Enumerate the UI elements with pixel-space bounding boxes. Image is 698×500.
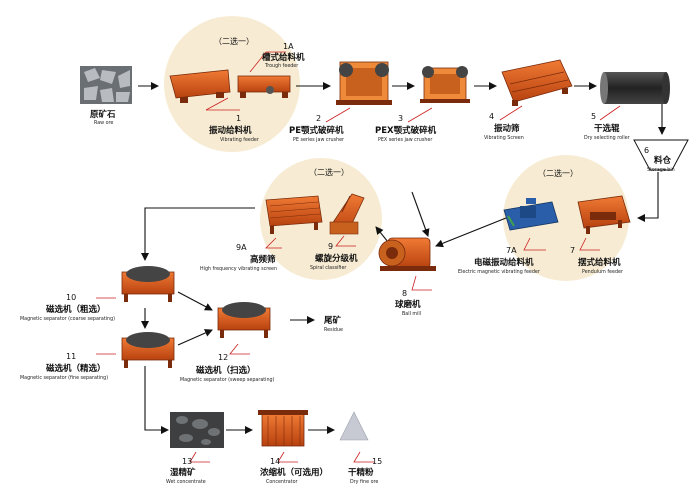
step-6-label: 料仓	[654, 155, 672, 166]
step-7a-label-en: Electric magnetic vibrating feeder	[458, 269, 540, 275]
electromagnetic-feeder-node: 7A 电磁振动给料机 Electric magnetic vibrating f…	[458, 198, 559, 275]
step-1-label-en: Vibrating feeder	[220, 137, 259, 143]
step-1-label: 振动给料机	[209, 125, 252, 136]
magnetic-separator-coarse-node: 10 磁选机（粗选） Magnetic separator (coarse se…	[20, 266, 175, 322]
magnetic-separator-fine-node: 11 磁选机（精选） Magnetic separator (fine sepa…	[20, 332, 175, 381]
option-group-feeders-right: （二选一）	[503, 155, 629, 281]
option-group-feeders-top: （二选一）	[164, 16, 300, 152]
step-9a-label-en: High frequency vibrating screen	[200, 266, 277, 272]
step-4-label-en: Vibrating Screen	[484, 135, 524, 141]
vibrating-feeder-node: 1 振动给料机 Vibrating feeder	[169, 69, 259, 143]
step-1-number: 1	[236, 114, 241, 123]
concentrator-node: 14 浓缩机（可选用） Concentrator	[258, 410, 328, 485]
step-1a-number: 1A	[283, 42, 294, 51]
step-11-number: 11	[66, 352, 76, 361]
step-14-number: 14	[270, 457, 280, 466]
step-10-number: 10	[66, 293, 76, 302]
storage-bin-node: 6 料仓 Storage bin	[633, 139, 689, 173]
step-9a-number: 9A	[236, 243, 247, 252]
vibrating-screen-node: 4 振动筛 Vibrating Screen	[484, 59, 573, 141]
step-2-number: 2	[316, 114, 321, 123]
step-8-label: 球磨机	[395, 299, 421, 310]
dry-fine-ore-node: 15 干精粉 Dry fine ore	[339, 411, 382, 485]
residue-label-en: Residue	[324, 327, 343, 333]
raw-ore-label-en: Raw ore	[94, 120, 113, 126]
option-label-middle: （二选一）	[309, 167, 349, 177]
pendulum-feeder-node: 7 摆式给料机 Pendulum feeder	[570, 195, 631, 275]
step-15-label-en: Dry fine ore	[350, 479, 378, 485]
step-10-label: 磁选机（粗选）	[46, 304, 106, 315]
step-15-label: 干精粉	[348, 467, 374, 478]
step-5-label: 干选辊	[594, 123, 620, 134]
step-12-label-en: Magnetic separator (sweep separating)	[180, 377, 275, 383]
step-4-label: 振动筛	[494, 123, 520, 134]
step-13-label-en: Wet concentrate	[166, 479, 206, 485]
step-13-number: 13	[182, 457, 192, 466]
step-6-number: 6	[644, 146, 649, 155]
magnetic-separator-sweep-node: 12 磁选机（扫选） Magnetic separator (sweep sep…	[180, 302, 275, 383]
step-11-label-en: Magnetic separator (fine separating)	[20, 375, 108, 381]
raw-ore-node: 原矿石 Raw ore	[80, 66, 132, 126]
residue-node: 尾矿 Residue	[323, 315, 343, 333]
step-14-label-en: Concentrator	[266, 479, 298, 485]
option-label-top: （二选一）	[214, 36, 254, 46]
option-label-right: （二选一）	[538, 168, 578, 178]
step-13-label: 湿精矿	[170, 467, 196, 478]
step-6-label-en: Storage bin	[647, 167, 675, 173]
step-12-number: 12	[218, 353, 228, 362]
step-7a-label: 电磁振动给料机	[474, 257, 534, 268]
step-5-label-en: Dry selecting roller	[584, 135, 630, 141]
step-9-number: 9	[328, 242, 333, 251]
raw-ore-label: 原矿石	[90, 109, 116, 120]
step-11-label: 磁选机（精选）	[46, 363, 106, 374]
step-1a-label: 槽式给料机	[262, 52, 305, 63]
step-2-label: PE颚式破碎机	[289, 125, 344, 136]
step-3-label-en: PEX series jaw crusher	[378, 137, 432, 143]
step-15-number: 15	[372, 457, 382, 466]
step-3-number: 3	[398, 114, 403, 123]
step-9-label-en: Spiral classifier	[310, 265, 346, 271]
high-frequency-screen-node: 9A 高频筛 High frequency vibrating screen	[200, 195, 323, 272]
step-12-label: 磁选机（扫选）	[196, 365, 256, 376]
step-4-number: 4	[489, 112, 494, 121]
step-3-label: PEX颚式破碎机	[375, 125, 437, 136]
step-14-label: 浓缩机（可选用）	[260, 467, 328, 478]
step-9-label: 螺旋分级机	[315, 253, 358, 264]
step-7-label-en: Pendulum feeder	[582, 269, 623, 275]
step-8-number: 8	[402, 289, 407, 298]
spiral-classifier-node: 9 螺旋分级机 Spiral classifier	[310, 193, 365, 271]
pe-jaw-crusher-node: 2 PE颚式破碎机 PE series jaw crusher	[289, 61, 392, 143]
wet-concentrate-node: 13 湿精矿 Wet concentrate	[166, 412, 224, 485]
dry-selecting-roller-node: 5 干选辊 Dry selecting roller	[584, 72, 670, 141]
ball-mill-node: 8 球磨机 Ball mill	[378, 237, 436, 317]
step-7-label: 摆式给料机	[578, 257, 621, 268]
residue-label: 尾矿	[323, 315, 342, 326]
step-10-label-en: Magnetic separator (coarse separating)	[20, 316, 115, 322]
step-2-label-en: PE series jaw crusher	[293, 137, 344, 143]
step-7a-number: 7A	[506, 246, 517, 255]
step-7-number: 7	[570, 246, 575, 255]
step-5-number: 5	[591, 112, 596, 121]
pex-jaw-crusher-node: 3 PEX颚式破碎机 PEX series jaw crusher	[375, 66, 470, 143]
trough-feeder-node: 1A 槽式给料机 Trough feeder	[237, 42, 305, 98]
step-1a-label-en: Trough feeder	[264, 63, 298, 69]
step-8-label-en: Ball mill	[402, 311, 421, 317]
step-9a-label: 高频筛	[250, 254, 276, 265]
